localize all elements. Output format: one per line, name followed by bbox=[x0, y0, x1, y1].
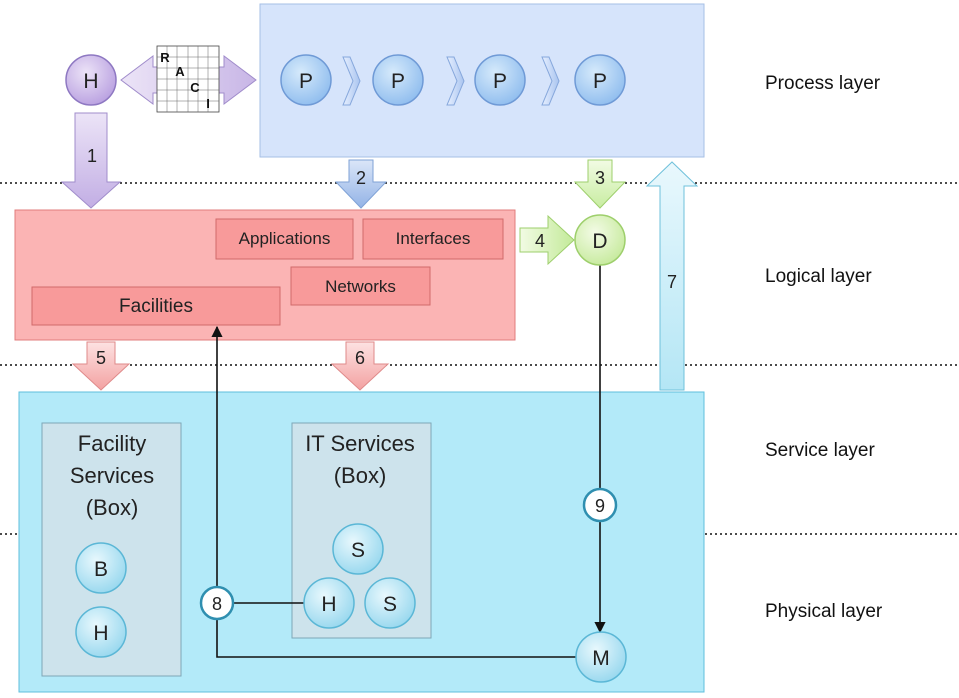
raci-r: R bbox=[160, 50, 170, 65]
interfaces-label: Interfaces bbox=[396, 229, 471, 248]
machine-node bbox=[575, 631, 627, 683]
raci-matrix: R A C I bbox=[156, 45, 220, 113]
arrow-5 bbox=[71, 341, 131, 391]
it-s2-label: S bbox=[383, 593, 397, 616]
facility-b-node bbox=[75, 542, 127, 594]
arrow-6 bbox=[330, 341, 390, 391]
process-node-3 bbox=[474, 54, 526, 106]
chevron-3 bbox=[541, 56, 560, 106]
step-9-circle bbox=[582, 487, 618, 523]
arrow-2 bbox=[334, 159, 388, 209]
raci-a: A bbox=[175, 64, 185, 79]
arrow-3 bbox=[573, 159, 627, 209]
process-node-1-label: P bbox=[299, 70, 313, 93]
logical-components: Applications Interfaces Networks Facilit… bbox=[31, 218, 504, 326]
applications-label: Applications bbox=[239, 229, 331, 248]
facility-services-line1: Facility bbox=[78, 431, 146, 456]
connectors bbox=[211, 264, 606, 658]
it-s1-node bbox=[332, 523, 384, 575]
decision-node bbox=[574, 214, 626, 266]
step-7-label: 7 bbox=[667, 272, 677, 292]
chevron-2 bbox=[446, 56, 465, 106]
process-layer-label: Process layer bbox=[765, 73, 881, 94]
service-layer-label: Service layer bbox=[765, 440, 875, 461]
process-chevrons bbox=[342, 56, 560, 106]
human-node bbox=[65, 54, 117, 106]
facilities-box bbox=[31, 286, 281, 326]
raci-i: I bbox=[206, 96, 210, 111]
arrow-7 bbox=[645, 161, 699, 391]
human-node-label: H bbox=[83, 70, 98, 93]
step-8-label: 8 bbox=[212, 594, 222, 614]
chevron-1 bbox=[342, 56, 361, 106]
step-1-label: 1 bbox=[87, 146, 97, 166]
process-node-2 bbox=[372, 54, 424, 106]
process-node-1 bbox=[280, 54, 332, 106]
facilities-label: Facilities bbox=[119, 296, 193, 317]
layer-labels: Process layer Logical layer Service laye… bbox=[765, 73, 883, 622]
step-9-label: 9 bbox=[595, 496, 605, 516]
it-services-line1: IT Services bbox=[305, 431, 415, 456]
step-numbers: 1 2 3 4 5 6 7 bbox=[87, 146, 677, 368]
connector-m-8 bbox=[216, 620, 576, 658]
networks-box bbox=[290, 266, 431, 306]
process-node-4-label: P bbox=[593, 70, 607, 93]
step-5-label: 5 bbox=[96, 348, 106, 368]
facility-b-label: B bbox=[94, 558, 108, 581]
decision-node-label: D bbox=[592, 230, 607, 253]
facility-services-line2: Services bbox=[70, 463, 154, 488]
step-2-label: 2 bbox=[356, 168, 366, 188]
step-3-label: 3 bbox=[595, 168, 605, 188]
logical-layer-label: Logical layer bbox=[765, 266, 872, 287]
step-8-circle bbox=[199, 585, 235, 621]
it-h-node bbox=[303, 577, 355, 629]
facility-h-label: H bbox=[93, 622, 108, 645]
it-services-line2: (Box) bbox=[334, 463, 387, 488]
process-node-2-label: P bbox=[391, 70, 405, 93]
it-s1-label: S bbox=[351, 539, 365, 562]
facility-h-node bbox=[75, 606, 127, 658]
interfaces-box bbox=[362, 218, 504, 260]
nodes: H P P P P D B H S H S M 8 9 bbox=[65, 54, 627, 683]
step-6-label: 6 bbox=[355, 348, 365, 368]
machine-node-label: M bbox=[592, 647, 610, 670]
physical-layer-label: Physical layer bbox=[765, 601, 883, 622]
it-h-label: H bbox=[321, 593, 336, 616]
networks-label: Networks bbox=[325, 277, 396, 296]
arrow-1 bbox=[60, 112, 122, 209]
process-node-3-label: P bbox=[493, 70, 507, 93]
process-node-4 bbox=[574, 54, 626, 106]
facility-services-line3: (Box) bbox=[86, 495, 139, 520]
applications-box bbox=[215, 218, 354, 260]
step-4-label: 4 bbox=[535, 231, 545, 251]
raci-c: C bbox=[190, 80, 200, 95]
arrow-4 bbox=[519, 214, 575, 266]
it-s2-node bbox=[364, 577, 416, 629]
service-labels: Facility Services (Box) IT Services (Box… bbox=[70, 431, 415, 520]
